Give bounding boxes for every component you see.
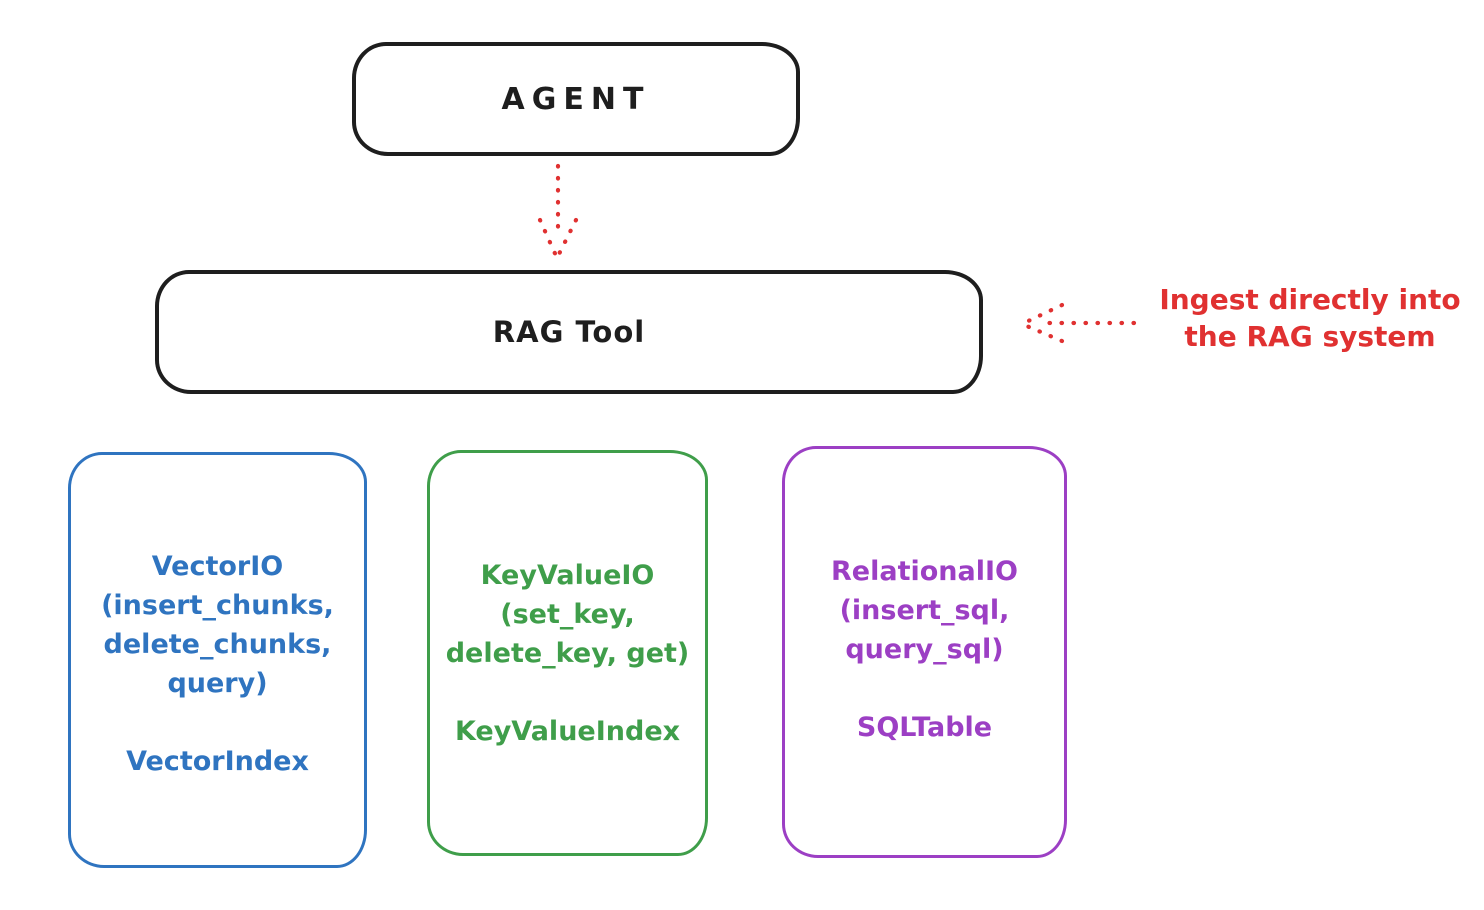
- node-vector-io: VectorIO (insert_chunks, delete_chunks, …: [68, 452, 367, 868]
- sql-table-label: SQLTable: [856, 712, 993, 743]
- node-rag-tool: RAG Tool: [155, 270, 983, 394]
- ingest-annotation-label: Ingest directly into the RAG system: [1159, 283, 1461, 353]
- node-keyvalue-io: KeyValueIO (set_key, delete_key, get) Ke…: [427, 450, 708, 856]
- node-relational-io: RelationalIO (insert_sql, query_sql) SQL…: [782, 446, 1067, 858]
- dotted-left-arrow-icon: [1019, 302, 1137, 344]
- keyvalue-index-label: KeyValueIndex: [454, 716, 681, 747]
- node-agent: AGENT: [352, 42, 800, 156]
- relational-io-methods-label: RelationalIO (insert_sql, query_sql): [831, 556, 1018, 665]
- keyvalue-io-methods-label: KeyValueIO (set_key, delete_key, get): [445, 560, 690, 669]
- rag-tool-label: RAG Tool: [492, 315, 646, 349]
- vector-io-methods-label: VectorIO (insert_chunks, delete_chunks, …: [101, 551, 334, 699]
- vector-index-label: VectorIndex: [126, 746, 309, 777]
- agent-label: AGENT: [501, 81, 651, 117]
- dotted-down-arrow-icon: [537, 163, 579, 261]
